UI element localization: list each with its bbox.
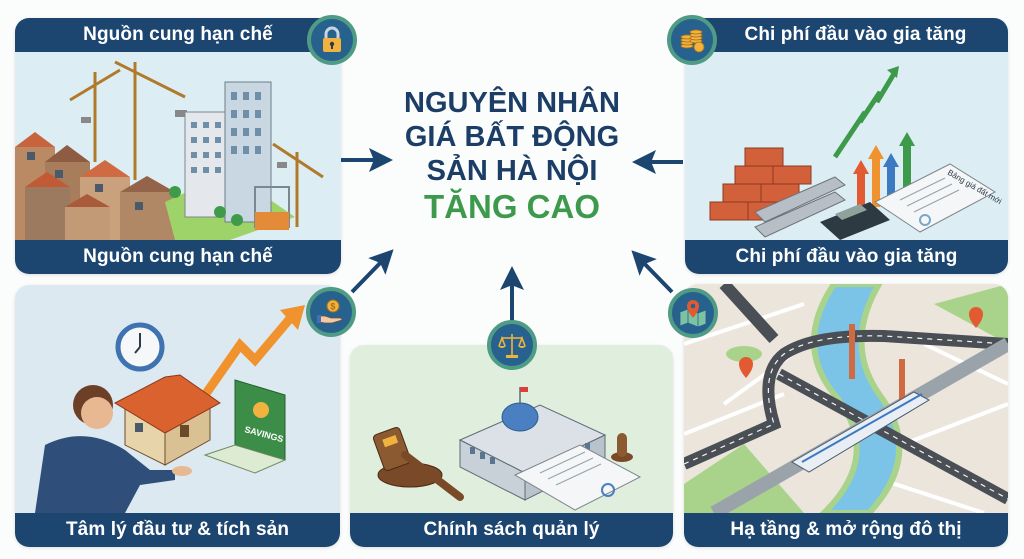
money-hand-icon: $ xyxy=(306,287,356,337)
panel-rising-input-costs: Bảng giá đất mới Chi phí đầu vào gia tăn… xyxy=(685,18,1008,274)
panel-investment-psychology: SAVINGS Tâm lý đầu tư & tích sản xyxy=(15,285,340,547)
lock-icon xyxy=(307,15,357,65)
panel-body xyxy=(15,52,341,240)
panel-caption: Tâm lý đầu tư & tích sản xyxy=(15,513,340,547)
panel-body xyxy=(350,345,673,513)
panel-body: Bảng giá đất mới xyxy=(685,52,1008,240)
panel-header: Chi phí đầu vào gia tăng xyxy=(685,18,1008,52)
panel-infrastructure-expansion: Hạ tầng & mở rộng đô thị xyxy=(684,284,1008,547)
coins-icon xyxy=(667,15,717,65)
policy-illustration xyxy=(372,387,642,511)
investment-illustration: SAVINGS xyxy=(35,305,305,513)
title-line-1: NGUYÊN NHÂN xyxy=(404,87,620,119)
panel-management-policy: Chính sách quản lý xyxy=(350,345,673,547)
panel-caption: Hạ tầng & mở rộng đô thị xyxy=(684,513,1008,547)
panel-limited-supply: Nguồn cung hạn chế Nguồn cung hạn chế xyxy=(15,18,341,274)
svg-text:$: $ xyxy=(330,302,335,312)
panel-body: SAVINGS xyxy=(15,285,340,513)
title-line-3: SẢN HÀ NỘI xyxy=(426,155,598,187)
panel-caption: Chính sách quản lý xyxy=(350,513,673,547)
title-accent: TĂNG CAO xyxy=(424,188,600,225)
arrow-from-psychology xyxy=(350,249,394,294)
title-line-2: GIÁ BẤT ĐỘNG xyxy=(404,121,620,153)
panel-caption: Chi phí đầu vào gia tăng xyxy=(685,240,1008,274)
costs-illustration: Bảng giá đất mới xyxy=(709,66,1003,240)
construction-illustration xyxy=(15,60,324,240)
arrow-from-infrastructure xyxy=(631,250,674,294)
map-pin-icon xyxy=(668,288,718,338)
infrastructure-illustration xyxy=(684,284,1008,513)
scales-icon xyxy=(487,320,537,370)
panel-body xyxy=(684,284,1008,513)
diagram-title: NGUYÊN NHÂN GIÁ BẤT ĐỘNG SẢN HÀ NỘI TĂNG… xyxy=(360,86,664,224)
panel-caption: Nguồn cung hạn chế xyxy=(15,240,341,274)
panel-header: Nguồn cung hạn chế xyxy=(15,18,341,52)
